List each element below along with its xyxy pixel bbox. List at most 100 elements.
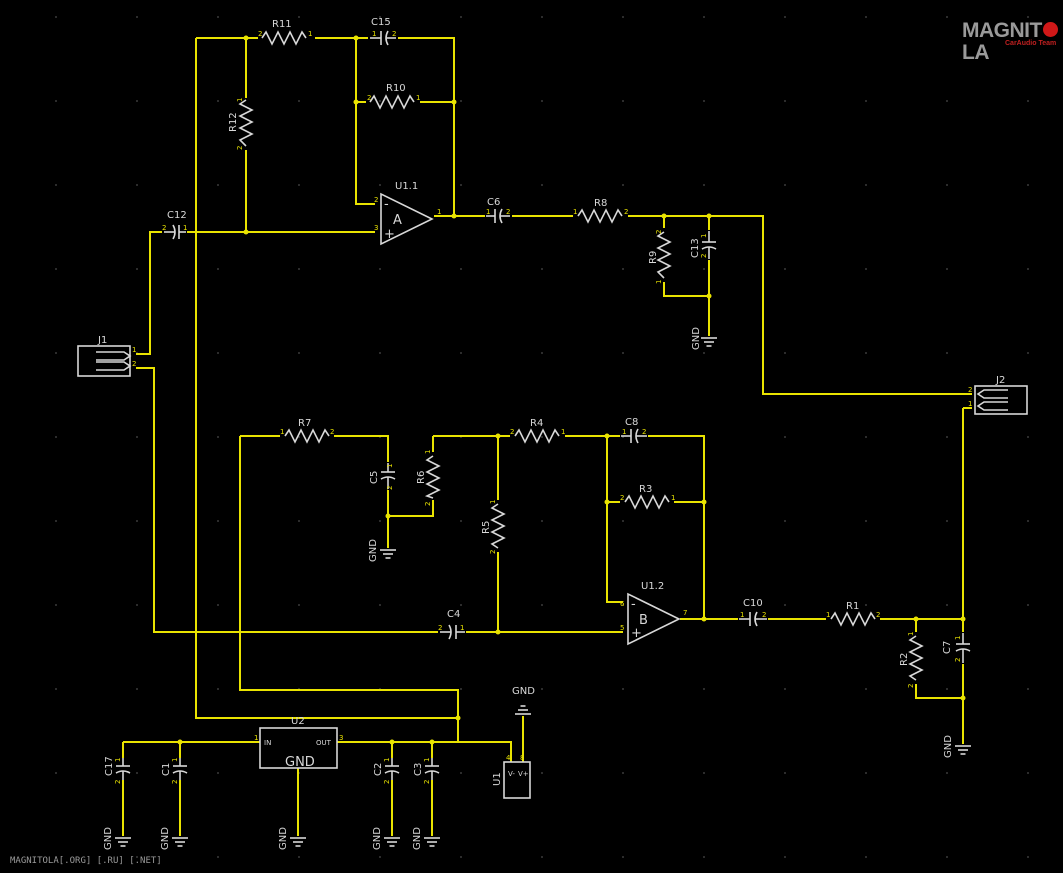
capacitor-c13[interactable]: C13 1 2 (690, 231, 717, 259)
opamp-noninverting-sign: + (384, 227, 395, 242)
grid-dot (784, 16, 786, 18)
grid-dot (217, 184, 219, 186)
resistor-r10[interactable]: R10 2 1 (367, 83, 420, 110)
grid-dot (784, 184, 786, 186)
capacitor-c7[interactable]: C7 1 2 (942, 633, 971, 663)
grid-dot (784, 856, 786, 858)
resistor-r3[interactable]: R3 2 1 (620, 484, 675, 510)
connector-pin-shape (96, 351, 132, 361)
ground-symbol: GND (412, 827, 440, 850)
pin-number: 2 (162, 224, 166, 232)
capacitor-c2[interactable]: C2 1 2 (373, 758, 400, 784)
grid-dot (622, 184, 624, 186)
resistor-body (908, 635, 924, 681)
junction-dot (353, 35, 359, 41)
junction-dot (960, 616, 966, 622)
grid-dot (460, 772, 462, 774)
grid-dot (55, 856, 57, 858)
capacitor-c5[interactable]: C5 1 2 (369, 463, 396, 490)
connector-j1[interactable]: J1 1 2 (77, 335, 136, 377)
grid-dot (379, 184, 381, 186)
capacitor-c10[interactable]: C10 1 2 (739, 598, 767, 627)
resistor-r9[interactable]: R9 2 1 (648, 230, 672, 284)
pin-number: 2 (655, 230, 663, 234)
opamp-u1-1[interactable]: U1.1 A - + 2 3 1 (374, 181, 441, 246)
resistor-r8[interactable]: R8 1 2 (573, 198, 628, 224)
capacitor-c17[interactable]: C17 1 2 (104, 756, 131, 784)
capacitor-c4[interactable]: C4 2 1 (438, 609, 465, 640)
resistor-ref: R11 (272, 19, 292, 30)
junction-dot (604, 433, 610, 439)
resistor-r11[interactable]: R11 2 1 (258, 19, 312, 46)
grid-dot (946, 436, 948, 438)
grid-dot (379, 100, 381, 102)
grid-dot (946, 100, 948, 102)
ground-symbol: GND (160, 827, 188, 850)
junction-dot (385, 513, 391, 519)
pin-number: 2 (258, 30, 262, 38)
grid-dot (298, 100, 300, 102)
pin-number: 2 (954, 658, 962, 662)
resistor-r6[interactable]: R6 1 2 (416, 450, 441, 506)
wire (388, 500, 434, 517)
capacitor-ref: C6 (487, 197, 500, 208)
capacitor-c15[interactable]: C15 1 2 (370, 17, 396, 46)
resistor-r1[interactable]: R1 1 2 (826, 601, 880, 627)
supply-u1[interactable]: U1 V- V+ 4 8 (492, 754, 531, 799)
grid-dot (298, 352, 300, 354)
grid-dot (946, 772, 948, 774)
ground-symbol: GND (691, 327, 717, 350)
grid-dot (379, 856, 381, 858)
grid-dot (217, 688, 219, 690)
resistor-r2[interactable]: R2 1 2 (899, 632, 924, 688)
grid-dot (1027, 184, 1029, 186)
pin-number: 1 (437, 208, 441, 216)
grid-dot (1027, 856, 1029, 858)
pin-number: 1 (171, 758, 179, 762)
pin-number: 1 (386, 464, 394, 468)
capacitor-c8[interactable]: C8 1 2 (621, 417, 647, 444)
capacitor-c6[interactable]: C6 1 2 (486, 197, 510, 224)
capacitor-c12[interactable]: C12 2 1 (162, 210, 187, 240)
junction-dot (429, 739, 435, 745)
ground-label: GND (160, 827, 171, 850)
ground-symbol: GND (103, 827, 131, 850)
pin-number: 1 (308, 30, 312, 38)
pin-number: 1 (622, 428, 626, 436)
connector-j2[interactable]: J2 2 1 (968, 375, 1028, 415)
regulator-body (259, 727, 338, 769)
capacitor-c1[interactable]: C1 1 2 (161, 758, 188, 784)
capacitor-c3[interactable]: C3 1 2 (413, 758, 440, 784)
resistor-r7[interactable]: R7 1 2 (280, 418, 334, 444)
pin-number: 2 (374, 196, 378, 204)
grid-dot (136, 688, 138, 690)
opamp-u1-2[interactable]: U1.2 B - + 6 5 7 (620, 581, 687, 646)
ground-symbol: GND (512, 686, 535, 715)
grid-dot (55, 100, 57, 102)
pin-number: 2 (423, 780, 431, 784)
pin-number: 2 (642, 428, 646, 436)
grid-dot (784, 688, 786, 690)
resistor-ref: R4 (530, 418, 543, 429)
regulator-u2[interactable]: U2 IN OUT GND 1 3 (254, 716, 343, 770)
grid-dot (136, 856, 138, 858)
connector-body (77, 345, 131, 377)
grid-dot (865, 772, 867, 774)
resistor-r4[interactable]: R4 2 1 (510, 418, 565, 444)
pin-number: 3 (374, 224, 378, 232)
resistor-ref: R5 (481, 521, 492, 534)
grid-dot (784, 772, 786, 774)
grid-dot (217, 352, 219, 354)
wire (334, 435, 389, 462)
grid-dot (298, 184, 300, 186)
grid-dot (55, 436, 57, 438)
resistor-r12[interactable]: R12 1 2 (228, 98, 254, 150)
grid-dot (703, 16, 705, 18)
grid-dot (55, 688, 57, 690)
grid-dot (703, 100, 705, 102)
ground-symbol: GND (278, 827, 306, 850)
resistor-r5[interactable]: R5 1 2 (481, 500, 506, 554)
connector-ref: J2 (995, 375, 1005, 386)
pin-number: 1 (236, 98, 244, 102)
